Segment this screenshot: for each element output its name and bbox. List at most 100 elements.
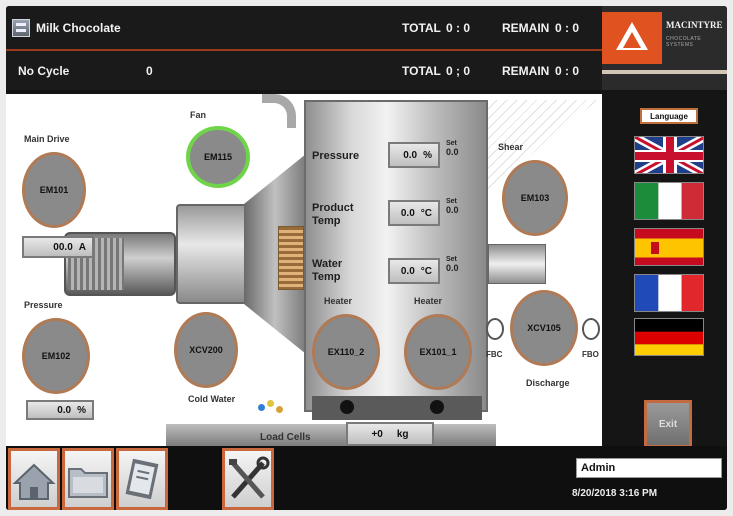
load-cells-unit: kg [396,428,409,440]
status-row-product: Milk Chocolate TOTAL 0 : 0 REMAIN 0 : 0 [6,8,602,51]
remain-label: REMAIN [502,63,550,78]
user-field[interactable]: Admin [576,458,722,478]
cold-water-label: Cold Water [188,394,236,404]
pressure-value-field: 0.0 % [26,400,94,420]
cycle-value: 0 [146,63,153,78]
heater-1-label: Heater [324,296,353,306]
reading-value: 0.0 [400,265,415,277]
exit-button[interactable]: Exit [644,400,692,448]
setpoint-label: Set [446,140,457,147]
em102-pressure[interactable]: EM102 [22,318,90,394]
pressure-setpoint: Set 0.0 [446,140,459,157]
setpoint-value: 0.0 [446,205,459,215]
uk-flag-icon [635,137,703,173]
recipe-icon[interactable] [12,19,30,37]
main-drive-current: 00.0 A [22,236,94,258]
reading-value: 0.0 [400,207,415,219]
em101-motor[interactable]: EM101 [22,152,86,228]
logo-subtitle: CHOCOLATE SYSTEMS [666,36,702,48]
status-header: Milk Chocolate TOTAL 0 : 0 REMAIN 0 : 0 … [6,6,602,90]
fbo-sensor [582,318,600,340]
pressure-reading: 0.0 % [388,142,440,168]
france-flag-button[interactable] [634,274,704,312]
fbc-label: FBC [486,350,503,359]
setpoint-value: 0.0 [446,147,459,157]
fan-label: Fan [190,110,207,120]
load-cells-value: +0 [371,428,383,440]
em115-fan[interactable]: EM115 [186,126,250,188]
main-drive-current-value: 00.0 [53,241,73,253]
water-temp-reading: 0.0 °C [388,258,440,284]
wheel [430,400,444,414]
spain-flag-icon [635,229,703,265]
maintenance-button[interactable] [222,448,274,510]
ex110-2-heater[interactable]: EX110_2 [312,314,380,390]
water-valve [258,396,284,418]
germany-flag-button[interactable] [634,318,704,356]
uk-flag-button[interactable] [634,136,704,174]
spain-flag-button[interactable] [634,228,704,266]
logo-stripe [602,70,727,74]
gearbox [176,204,254,304]
fbo-label: FBO [582,350,599,359]
folder-icon [68,468,108,498]
tools-icon [229,456,270,499]
germany-flag-icon [635,319,703,355]
discharge-label: Discharge [526,378,570,388]
total-label: TOTAL [402,21,441,35]
language-sidebar: Language [602,94,727,448]
load-cells-reading: +0 kg [346,422,434,446]
total-value: 0 ; 0 [446,63,471,78]
reading-unit: °C [420,207,432,219]
remain-value: 0 : 0 [555,21,580,35]
italy-flag-icon [635,183,703,219]
product-temp-setpoint: Set 0.0 [446,198,459,215]
heater-coil [278,226,304,290]
setpoint-value: 0.0 [446,263,459,273]
xcv105-valve[interactable]: XCV105 [510,290,578,366]
language-button[interactable]: Language [640,108,698,124]
company-logo: MACINTYRE CHOCOLATE SYSTEMS [602,6,727,90]
files-button[interactable] [62,448,114,510]
reading-label-pressure: Pressure [312,150,360,162]
water-temp-setpoint: Set 0.0 [446,256,459,273]
hmi-window: Milk Chocolate TOTAL 0 : 0 REMAIN 0 : 0 … [6,6,727,510]
machine-view: Main Drive EM101 00.0 A Fan EM115 Pressu… [6,94,602,446]
em103-shear[interactable]: EM103 [502,160,568,236]
france-flag-icon [635,275,703,311]
setpoint-label: Set [446,256,457,263]
clipboard-icon [125,458,159,500]
home-icon [12,463,56,500]
machine-base [166,424,496,446]
bottom-toolbar: Admin 8/20/2018 3:16 PM [6,446,727,510]
load-cells-label: Load Cells [260,432,311,443]
date-time: 8/20/2018 3:16 PM [572,488,658,499]
wheel [340,400,354,414]
italy-flag-button[interactable] [634,182,704,220]
mountain-icon [616,22,648,50]
home-button[interactable] [8,448,60,510]
cycle-label: No Cycle [18,63,70,78]
pressure-value: 0.0 [57,404,72,416]
total-value: 0 : 0 [446,21,471,35]
remain-value: 0 : 0 [555,63,580,78]
remain-label: REMAIN [502,21,550,35]
ex101-1-heater[interactable]: EX101_1 [404,314,472,390]
xcv200-valve[interactable]: XCV200 [174,312,238,388]
fbc-sensor [486,318,504,340]
setpoint-label: Set [446,198,457,205]
total-label: TOTAL [402,63,441,78]
product-temp-reading: 0.0 °C [388,200,440,226]
heater-2-label: Heater [414,296,443,306]
main-drive-label: Main Drive [24,134,70,144]
logo-mark [602,12,662,64]
status-row-cycle: No Cycle 0 TOTAL 0 ; 0 REMAIN 0 : 0 [6,50,602,90]
shear-label: Shear [498,142,524,152]
discharge-pipe [488,244,546,284]
reading-value: 0.0 [403,149,418,161]
reports-button[interactable] [116,448,168,510]
top-pipe [262,94,296,128]
logo-brand: MACINTYRE [666,20,723,30]
